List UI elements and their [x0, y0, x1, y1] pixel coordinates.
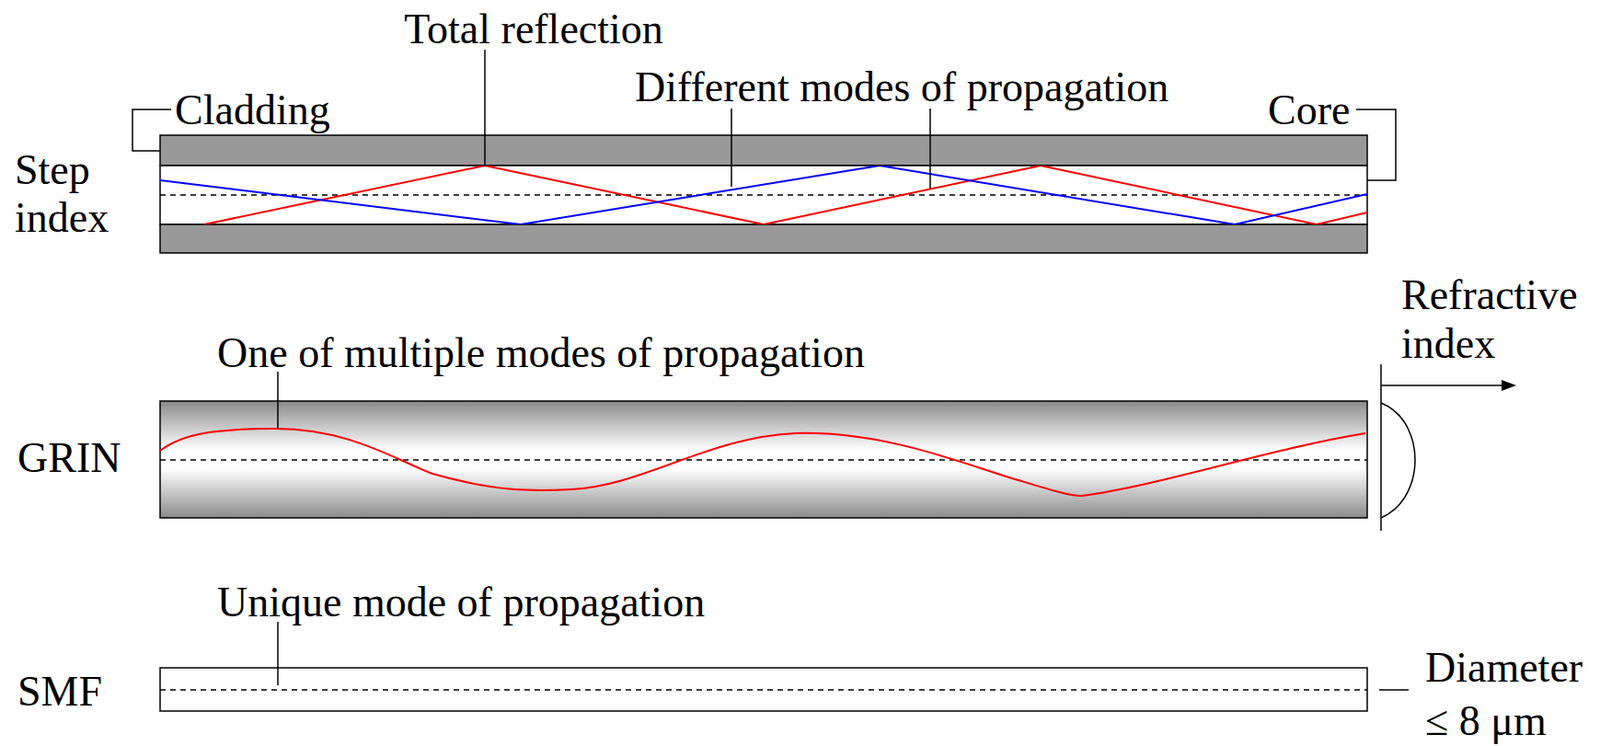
dimension-label: Diameter ≤ 8 μm — [1425, 641, 1593, 746]
smf-body — [160, 667, 1368, 712]
callout-label: Unique mode of propagation — [217, 577, 705, 627]
callout-label: Different modes of propagation — [634, 62, 1169, 112]
leader-line — [730, 108, 733, 187]
single-mode-fiber — [160, 621, 1409, 712]
light-ray — [160, 428, 1366, 496]
grin-body — [160, 401, 1368, 518]
index-profile — [1381, 402, 1416, 518]
bracket — [132, 109, 172, 151]
fiber-type-label: GRIN — [17, 433, 121, 483]
grin-fiber — [160, 364, 1517, 531]
part-label: Cladding — [174, 85, 331, 135]
leader-line — [1379, 689, 1409, 691]
cladding-band — [160, 135, 1368, 166]
axis-label: Refractive index — [1401, 270, 1595, 369]
profile-axis — [1380, 364, 1382, 531]
core-band — [160, 165, 1368, 225]
callout-label: One of multiple modes of propagation — [217, 328, 865, 378]
fiber-type-label: Step index — [14, 146, 126, 242]
fiber-axis — [160, 459, 1368, 461]
profile-axis — [1381, 384, 1506, 387]
step-index-fiber — [132, 49, 1396, 254]
fiber-type-label: SMF — [17, 667, 103, 716]
fiber-axis — [160, 689, 1368, 691]
light-ray — [160, 165, 1368, 225]
leader-line — [483, 49, 486, 166]
callout-label: Total reflection — [403, 4, 664, 54]
bracket — [1356, 109, 1396, 181]
light-ray — [204, 165, 1368, 225]
part-label: Core — [1267, 85, 1350, 135]
leader-line — [276, 371, 279, 429]
leader-line — [276, 621, 279, 686]
arrowhead — [1501, 379, 1517, 392]
leader-line — [929, 108, 932, 189]
cladding-band — [160, 224, 1368, 254]
